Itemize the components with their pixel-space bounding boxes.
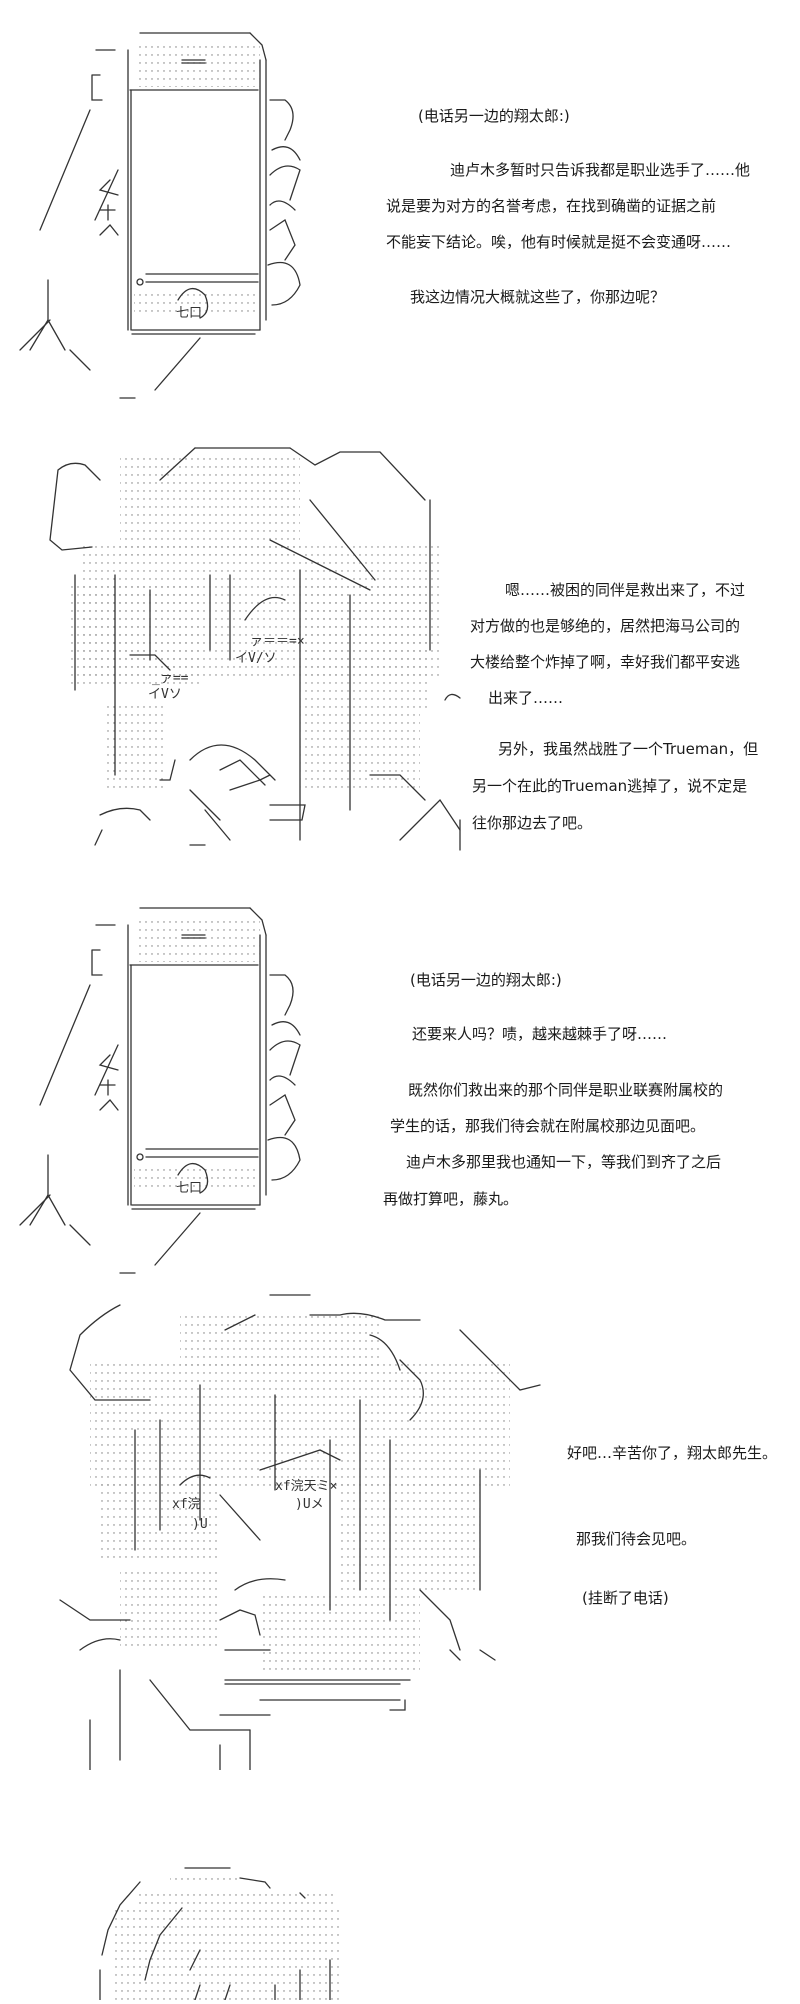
character-head-illustration xyxy=(99,1867,340,2001)
eye-mark: xf浣天ミ× xyxy=(275,1479,337,1494)
dialogue-line: 另一个在此的Trueman逃掉了，说不定是 xyxy=(472,777,748,795)
dialogue-line: 再做打算吧，藤丸。 xyxy=(383,1190,519,1208)
dialogue-line: 迪卢木多暂时只告诉我都是职业选手了……他 xyxy=(450,161,751,179)
character-art-1: ァ＝＝=× イV/ソ _ァ== イVソ xyxy=(40,440,480,860)
phone-button-label: 七口 xyxy=(176,306,202,321)
dialogue-line: 既然你们救出来的那个同伴是职业联赛附属校的 xyxy=(408,1081,724,1099)
character-art-2: xf浣天ミ× xf浣 )U )Uメ xyxy=(40,1290,560,1771)
eye-mark: xf浣 xyxy=(172,1497,201,1512)
phone-art-1: 七口 xyxy=(0,20,330,400)
dialogue-line: 对方做的也是够绝的，居然把海马公司的 xyxy=(470,617,741,635)
eye-mark: )U xyxy=(192,1517,208,1532)
speaker-label: (电话另一边的翔太郎:) xyxy=(410,971,562,989)
dialogue-line: 还要来人吗？啧，越来越棘手了呀…… xyxy=(412,1025,668,1043)
phone-button-label: 七口 xyxy=(176,1181,202,1196)
character-smile-illustration: ァ＝＝=× イV/ソ _ァ== イVソ xyxy=(49,447,461,851)
dialogue-line: 不能妄下结论。唉，他有时候就是挺不会变通呀…… xyxy=(386,233,732,251)
eye-mark: イV/ソ xyxy=(235,651,277,666)
dialogue-line: 那我们待会见吧。 xyxy=(576,1530,697,1548)
eye-mark: イVソ xyxy=(148,687,182,702)
dialogue-line: 出来了…… xyxy=(488,689,564,707)
dialogue-line: 说是要为对方的名誉考虑，在找到确凿的证据之前 xyxy=(386,197,717,215)
dialogue-line: 往你那边去了吧。 xyxy=(472,814,593,832)
dialogue-line: 学生的话，那我们待会就在附属校那边见面吧。 xyxy=(390,1117,706,1135)
eye-mark: )Uメ xyxy=(295,1497,324,1512)
eye-mark: _ァ== xyxy=(152,671,189,686)
dialogue-line: 好吧…辛苦你了，翔太郎先生。 xyxy=(567,1444,778,1462)
dialogue-line: 另外，我虽然战胜了一个Trueman，但 xyxy=(498,740,759,758)
dialogue-line: 嗯……被困的同伴是救出来了，不过 xyxy=(505,581,746,599)
eye-mark: ァ＝＝=× xyxy=(250,634,305,649)
dialogue-line: 大楼给整个炸掉了啊，幸好我们都平安逃 xyxy=(470,653,741,671)
phone-hand-illustration: 七口 xyxy=(19,907,301,1274)
character-art-3 xyxy=(90,1860,350,2001)
dialogue-line: (挂断了电话) xyxy=(582,1589,669,1607)
phone-art-2: 七口 xyxy=(0,895,330,1275)
dialogue-line: 我这边情况大概就这些了，你那边呢？ xyxy=(410,288,666,306)
dialogue-line: 迪卢木多那里我也通知一下，等我们到齐了之后 xyxy=(406,1153,722,1171)
character-phone-illustration: xf浣天ミ× xf浣 )U )Uメ xyxy=(59,1294,541,1771)
phone-hand-illustration: 七口 xyxy=(19,32,301,399)
speaker-label: (电话另一边的翔太郎:) xyxy=(418,107,570,125)
